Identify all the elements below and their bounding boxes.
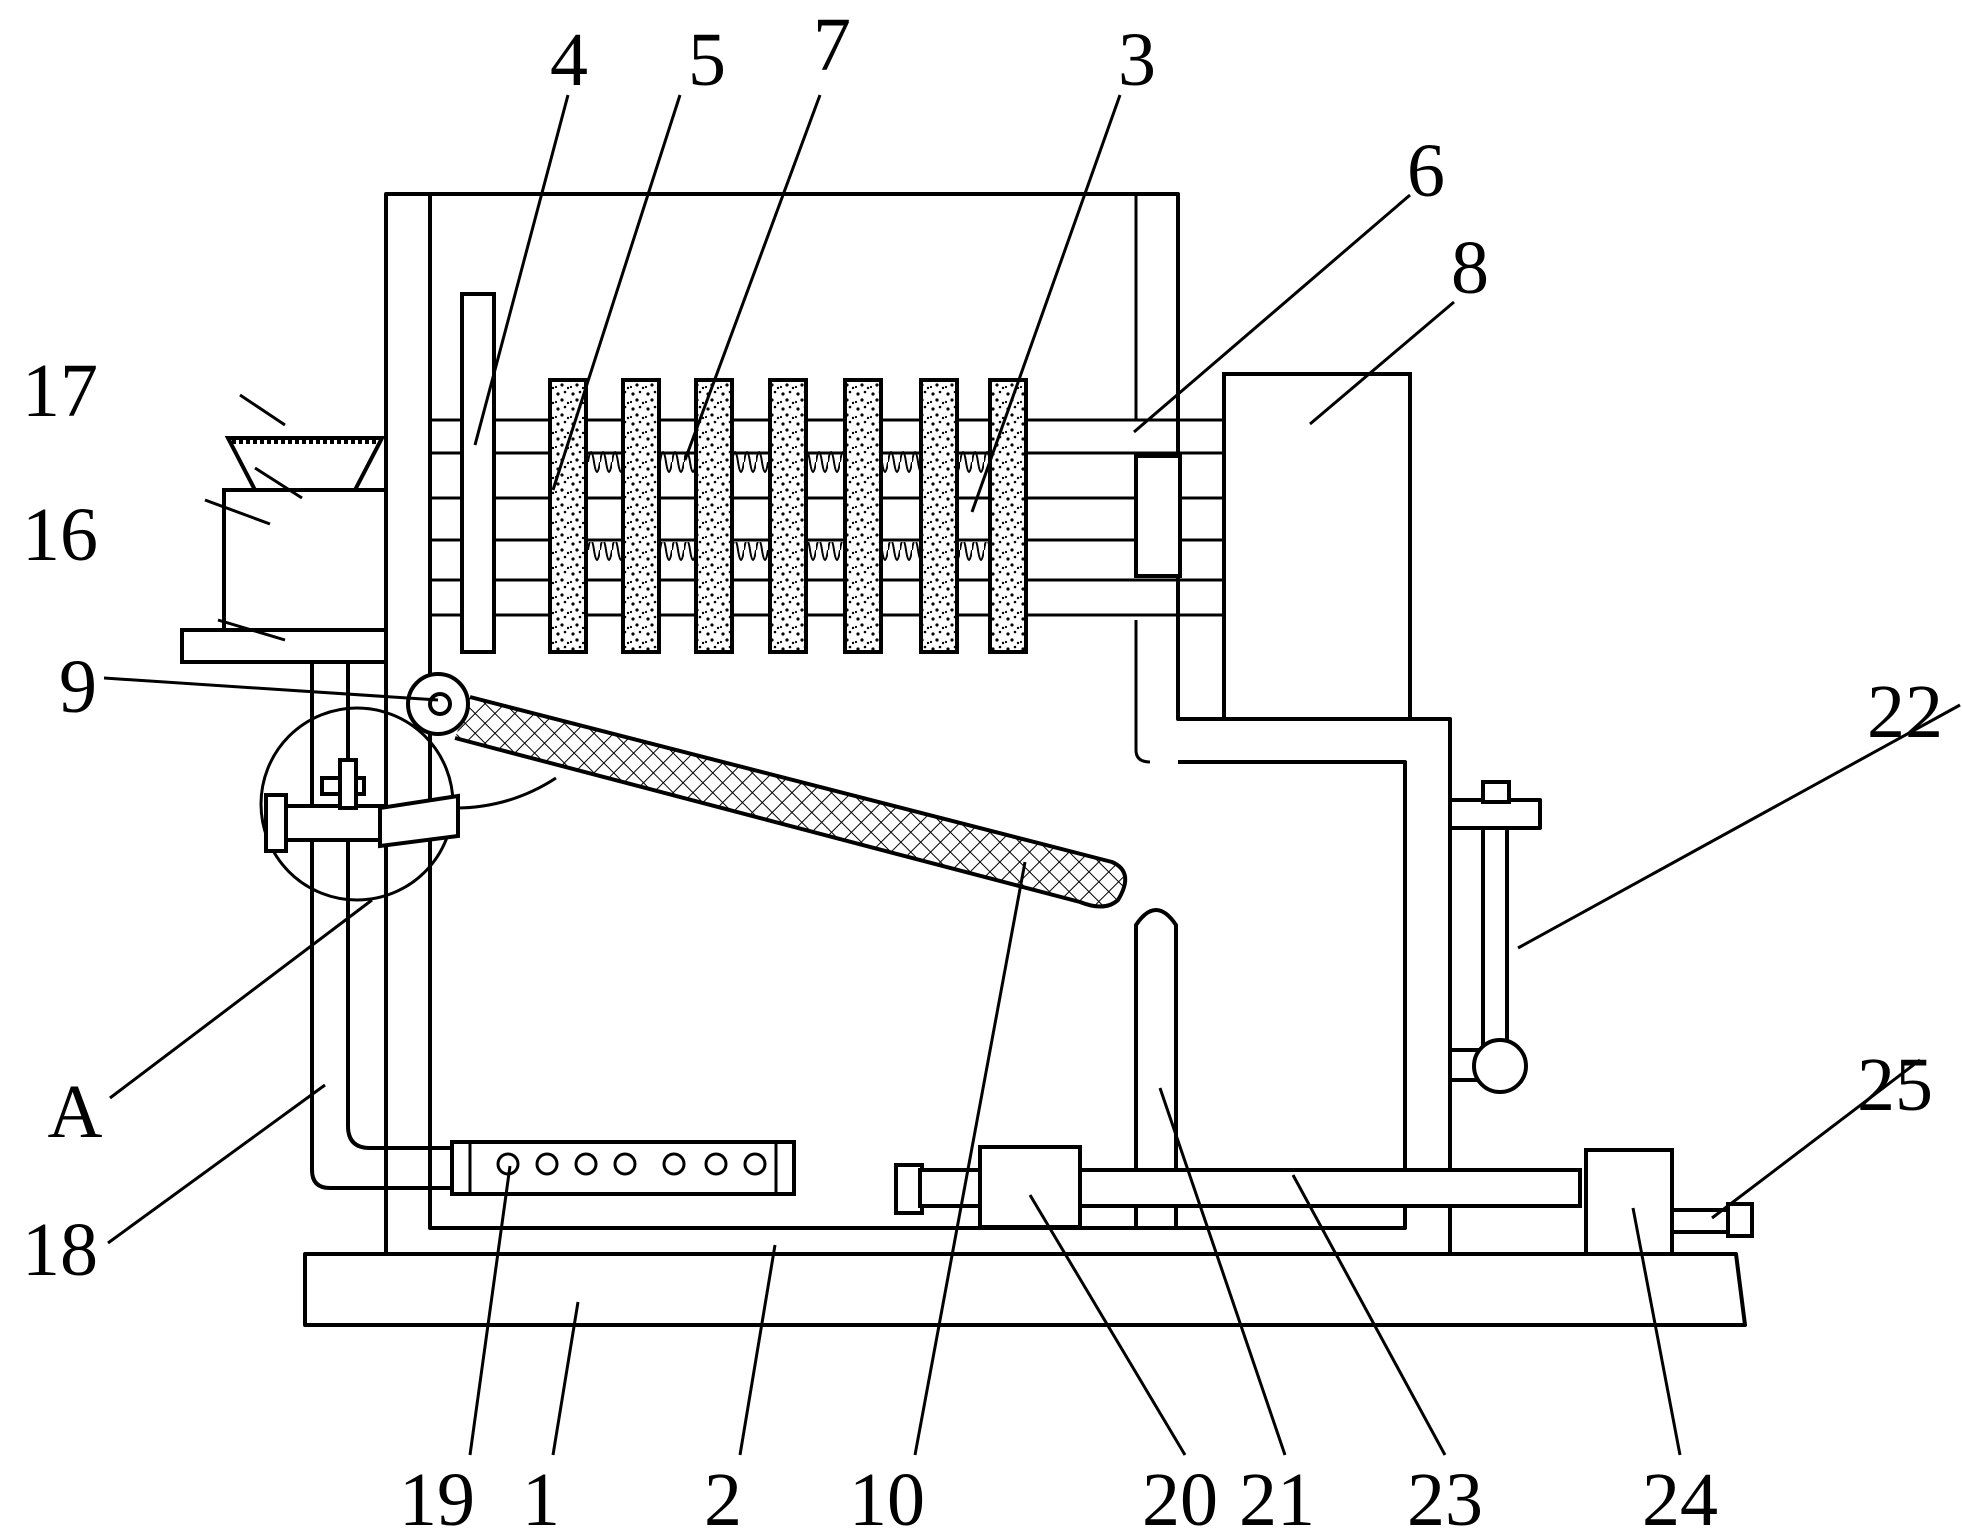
label-23: 23 [1407,1458,1483,1537]
label-25: 25 [1857,1043,1933,1127]
slide-assembly [894,1145,1754,1256]
label-A: A [48,1070,103,1154]
hopper [222,436,388,632]
label-20: 20 [1142,1458,1218,1537]
label-22: 22 [1867,670,1943,754]
label-18: 18 [22,1208,98,1292]
label-4: 4 [550,18,588,102]
label-24: 24 [1642,1458,1718,1537]
pivot [406,672,470,736]
label-9: 9 [59,645,97,729]
label-3: 3 [1118,18,1156,102]
side-rod [1450,780,1542,1094]
label-19: 19 [399,1458,475,1537]
grinding-discs [548,378,1028,654]
label-2: 2 [704,1458,742,1537]
hopper-shelf [180,628,388,664]
feed-pipe [310,662,455,1190]
label-5: 5 [688,18,726,102]
valve-detail [259,706,557,902]
label-16: 16 [22,493,98,577]
label-1: 1 [522,1458,560,1537]
label-8: 8 [1451,226,1489,310]
spray-nozzle [450,1140,796,1196]
label-21: 21 [1239,1458,1315,1537]
reference-numerals: 4 5 7 3 6 8 17 16 9 22 25 A 18 19 1 2 10… [22,3,1943,1537]
motor-box [1222,372,1412,721]
label-7: 7 [813,3,851,87]
leader-lines [103,94,1961,1456]
label-10: 10 [849,1458,925,1537]
sloped-screen [454,695,1128,909]
drive-shafts [430,418,1224,617]
end-plate [460,292,496,654]
label-6: 6 [1407,129,1445,213]
standpipe [1134,908,1178,1228]
base-plate [303,1252,1747,1327]
label-17: 17 [22,349,98,433]
